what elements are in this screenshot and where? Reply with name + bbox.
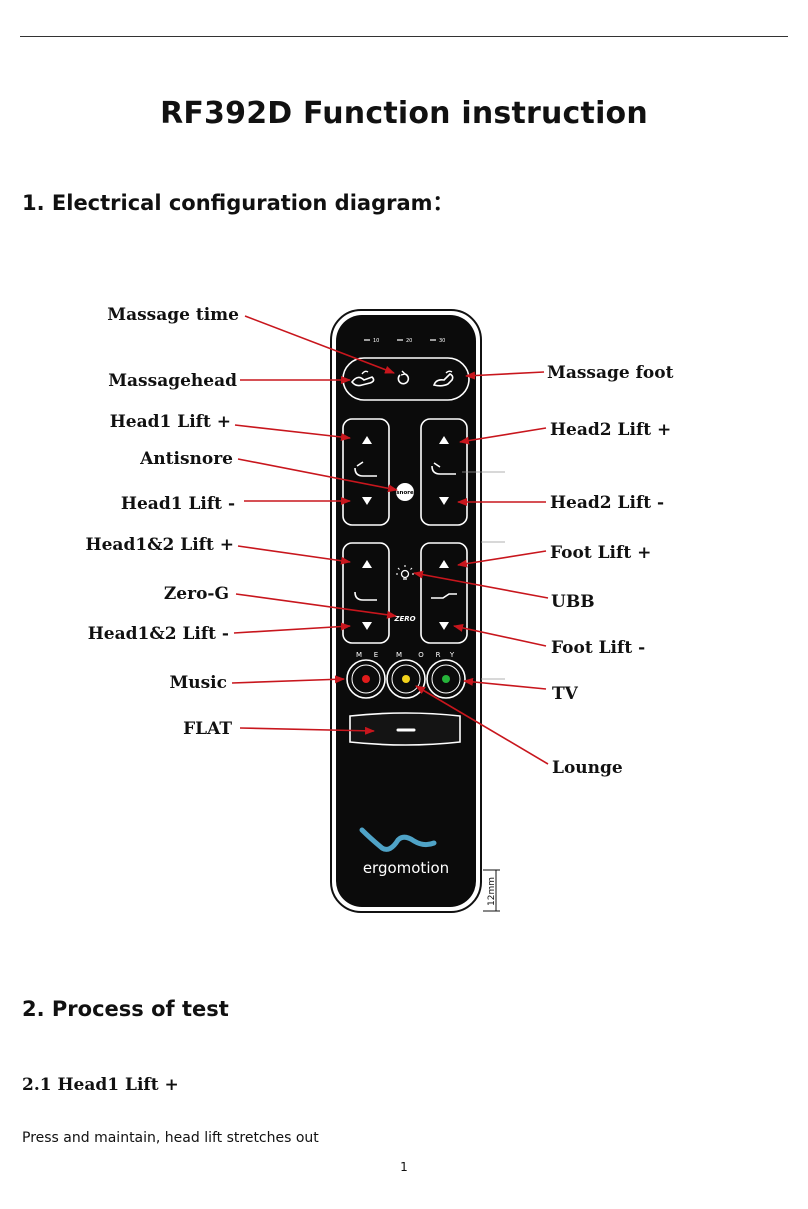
lounge-memory-dot[interactable] — [402, 675, 410, 683]
timer-mark-20: 20 — [406, 338, 412, 344]
document-title: RF392D Function instruction — [160, 96, 648, 131]
arrow-head12-lift-up — [237, 545, 351, 565]
massage-head-icon[interactable] — [350, 370, 375, 387]
massage-foot-icon[interactable] — [432, 370, 454, 387]
head1-bed-icon — [354, 467, 377, 477]
section-heading-diagram: 1. Electrical configuration diagram： — [22, 191, 454, 215]
foot-bed-icon — [431, 593, 457, 599]
foot-lift-up-icon[interactable] — [439, 560, 449, 568]
massage-time-icon[interactable] — [397, 370, 410, 385]
massage-timer-indicator: 10 20 30 — [364, 338, 445, 344]
label-flat: FLAT — [183, 719, 232, 739]
arrow-head1-lift-up — [234, 424, 351, 441]
label-foot-lift-down: Foot Lift - — [551, 638, 645, 658]
left-labels: Massage time Massagehead Head1 Lift + An… — [86, 305, 240, 739]
arrow-antisnore — [237, 458, 398, 493]
label-ubb: UBB — [551, 592, 595, 612]
timer-mark-10: 10 — [373, 338, 379, 344]
arrow-ubb — [413, 570, 549, 599]
arrow-massage-foot — [465, 371, 545, 380]
svg-text:Y: Y — [449, 651, 455, 659]
arrow-foot-lift-down — [453, 624, 547, 647]
svg-text:R: R — [436, 651, 441, 659]
zero-g-button[interactable]: ZERO — [393, 615, 415, 623]
foot-button-group[interactable] — [420, 542, 468, 644]
music-memory-dot[interactable] — [362, 675, 370, 683]
head1-lift-up-icon[interactable] — [362, 436, 372, 444]
arrow-foot-lift-up — [457, 550, 547, 568]
label-massage-time: Massage time — [107, 305, 239, 325]
zero-g-label: ZERO — [393, 615, 415, 623]
section-heading-test: 2. Process of test — [22, 997, 229, 1021]
arrow-head2-lift-up — [459, 427, 547, 445]
arrow-lounge — [415, 685, 549, 765]
label-lounge: Lounge — [552, 758, 623, 778]
label-zero-g: Zero-G — [164, 584, 229, 604]
antisnore-button[interactable]: snore — [396, 483, 414, 501]
head1-button-group[interactable] — [342, 418, 390, 526]
remote-control: 10 20 30 — [330, 309, 482, 913]
label-head12-lift-down: Head1&2 Lift - — [88, 624, 229, 644]
svg-text:M: M — [396, 651, 402, 659]
svg-text:E: E — [374, 651, 378, 659]
right-labels: Massage foot Head2 Lift + Head2 Lift - F… — [547, 363, 674, 778]
arrow-massage-time — [244, 315, 395, 374]
label-foot-lift-up: Foot Lift + — [550, 543, 651, 563]
label-massagehead: Massagehead — [108, 371, 237, 391]
label-antisnore: Antisnore — [139, 449, 233, 469]
dimension-marker: 12mm — [483, 869, 500, 912]
arrow-head12-lift-down — [233, 622, 351, 634]
arrow-music — [231, 675, 345, 684]
head12-button-group[interactable] — [342, 542, 390, 644]
timer-mark-30: 30 — [439, 338, 445, 344]
label-head2-lift-up: Head2 Lift + — [550, 420, 671, 440]
flat-button[interactable] — [349, 712, 461, 746]
head12-bed-icon — [354, 591, 377, 601]
header-rule — [20, 36, 788, 37]
label-head12-lift-up: Head1&2 Lift + — [86, 535, 234, 555]
arrow-zero-g — [235, 593, 397, 619]
head1-lift-down-icon[interactable] — [362, 497, 372, 505]
label-head2-lift-down: Head2 Lift - — [550, 493, 664, 513]
label-head1-lift-down: Head1 Lift - — [121, 494, 235, 514]
ergomotion-logo-icon — [359, 827, 437, 852]
brand-name: ergomotion — [363, 859, 449, 877]
antisnore-label: snore — [396, 490, 414, 496]
label-music: Music — [169, 673, 227, 693]
arrow-flat — [239, 726, 375, 735]
callout-arrows — [231, 315, 549, 765]
memory-label: M E M O R Y — [356, 651, 455, 659]
subsection-heading: 2.1 Head1 Lift + — [22, 1075, 179, 1095]
head2-lift-down-icon[interactable] — [439, 497, 449, 505]
body-paragraph: Press and maintain, head lift stretches … — [22, 1130, 319, 1146]
label-head1-lift-up: Head1 Lift + — [110, 412, 231, 432]
head12-lift-down-icon[interactable] — [362, 622, 372, 630]
dimension-label: 12mm — [487, 877, 497, 906]
label-tv: TV — [552, 684, 579, 704]
arrow-tv — [463, 677, 547, 690]
tv-memory-dot[interactable] — [442, 675, 450, 683]
label-massage-foot: Massage foot — [547, 363, 674, 383]
svg-text:M: M — [356, 651, 362, 659]
head2-bed-icon — [431, 465, 456, 475]
head12-lift-up-icon[interactable] — [362, 560, 372, 568]
head2-lift-up-icon[interactable] — [439, 436, 449, 444]
page-number: 1 — [400, 1160, 408, 1174]
svg-text:O: O — [418, 651, 424, 659]
foot-lift-down-icon[interactable] — [439, 622, 449, 630]
